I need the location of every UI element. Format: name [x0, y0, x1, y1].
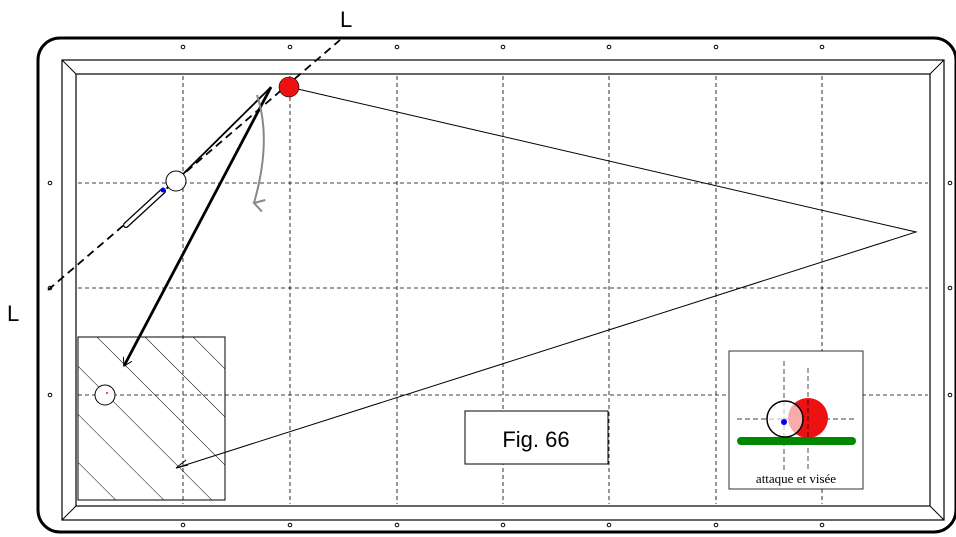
table-cushion	[61, 59, 945, 521]
cue-ball-path	[175, 86, 272, 182]
hatched-target-zone	[77, 336, 226, 501]
inset-aim-dot	[781, 419, 787, 425]
aim-inset: attaque et visée	[728, 350, 864, 490]
white-ball-end-icon	[94, 384, 116, 406]
line-l	[47, 39, 341, 291]
figure-label: Fig. 66	[502, 427, 569, 452]
cue-ball-return-path	[122, 86, 273, 366]
red-ball-trajectory	[175, 86, 918, 469]
line-l-label-top: L	[340, 7, 352, 32]
cue-stick-icon	[123, 187, 166, 228]
figure-label-box	[464, 410, 609, 465]
line-l-label-left: L	[7, 301, 19, 326]
curved-arrow-icon	[252, 94, 266, 213]
white-ball-icon	[165, 170, 187, 192]
red-ball-icon	[278, 76, 300, 98]
inset-caption: attaque et visée	[756, 471, 836, 486]
inset-white-ball-icon	[766, 400, 804, 438]
red-ball-trajectory-arrowhead	[175, 459, 189, 469]
rail-diamonds	[47, 44, 953, 528]
table-outer-frame	[36, 36, 956, 534]
